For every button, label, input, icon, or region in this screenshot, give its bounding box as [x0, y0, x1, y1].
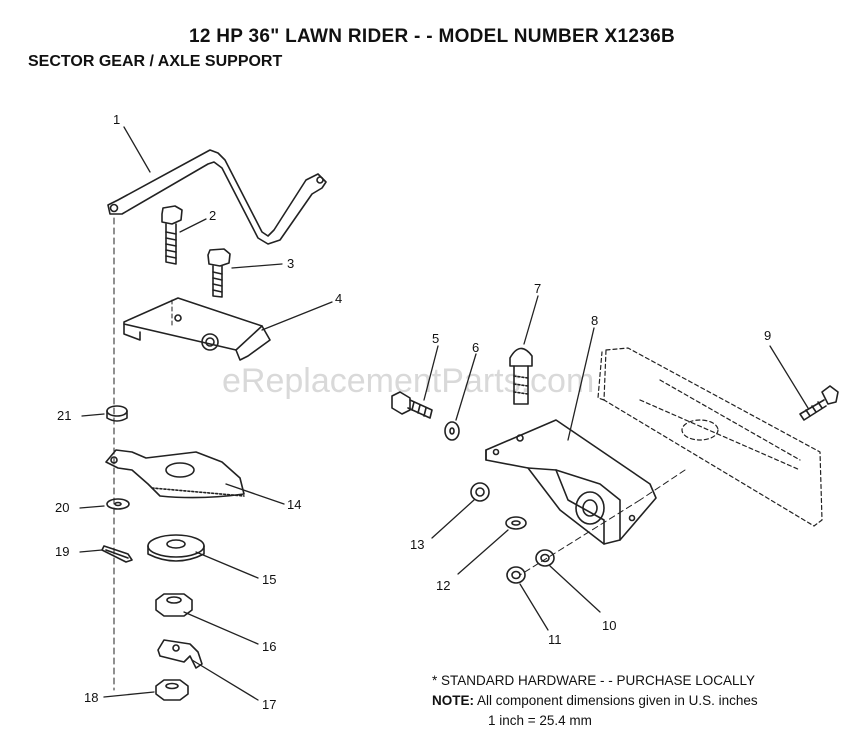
part-15-pinion-gear — [147, 534, 205, 562]
part-18-nut — [155, 679, 189, 701]
part-13-nut — [470, 482, 490, 502]
callout-21: 21 — [57, 408, 71, 423]
page-title: 12 HP 36" LAWN RIDER - - MODEL NUMBER X1… — [188, 26, 676, 47]
callout-13: 13 — [410, 537, 424, 552]
callout-11: 11 — [548, 632, 562, 647]
callout-18: 18 — [84, 690, 98, 705]
callout-20: 20 — [55, 500, 69, 515]
part-5-bolt — [391, 391, 433, 419]
part-4-bracket-plate — [123, 297, 271, 361]
conversion-note: 1 inch = 25.4 mm — [488, 713, 592, 728]
callout-4: 4 — [335, 291, 342, 306]
dimension-note: NOTE: All component dimensions given in … — [432, 691, 758, 711]
callout-9: 9 — [764, 328, 771, 343]
callout-19: 19 — [55, 544, 69, 559]
callout-14: 14 — [287, 497, 301, 512]
watermark: eReplacementParts.com — [222, 362, 594, 400]
part-20-washer — [106, 498, 130, 510]
note-label: NOTE: — [432, 693, 474, 708]
part-16-hex-nut — [155, 593, 193, 617]
section-subtitle: SECTOR GEAR / AXLE SUPPORT — [28, 53, 283, 70]
callout-labels: 1 2 3 4 5 6 7 8 9 10 11 12 13 14 15 16 1… — [55, 112, 771, 712]
part-12-washer — [505, 516, 527, 530]
part-6-washer — [444, 421, 460, 441]
callout-6: 6 — [472, 340, 479, 355]
part-2-bolt — [161, 205, 183, 265]
leader-lines — [79, 126, 809, 701]
callout-5: 5 — [432, 331, 439, 346]
part-10-nut — [535, 549, 555, 567]
part-1-steering-rod — [107, 149, 327, 245]
front-axle — [597, 347, 823, 527]
part-14-sector-gear — [105, 449, 245, 499]
callout-12: 12 — [436, 578, 450, 593]
callout-17: 17 — [262, 697, 276, 712]
callout-3: 3 — [287, 256, 294, 271]
part-3-bolt — [207, 248, 231, 298]
standard-hardware-note: * STANDARD HARDWARE - - PURCHASE LOCALLY — [432, 673, 756, 688]
notes-block: * STANDARD HARDWARE - - PURCHASE LOCALLY… — [432, 671, 758, 731]
part-17-clamp — [157, 639, 203, 669]
callout-16: 16 — [262, 639, 276, 654]
part-8-axle-support — [485, 419, 657, 545]
callout-15: 15 — [262, 572, 276, 587]
part-9-bolt — [799, 385, 839, 421]
part-7-carriage-bolt — [509, 347, 533, 405]
note-text: All component dimensions given in U.S. i… — [477, 693, 758, 708]
part-21-nut — [106, 405, 128, 422]
callout-1: 1 — [113, 112, 120, 127]
callout-7: 7 — [534, 281, 541, 296]
callout-8: 8 — [591, 313, 598, 328]
callout-10: 10 — [602, 618, 616, 633]
part-19-cotter-pin — [101, 545, 133, 563]
callout-2: 2 — [209, 208, 216, 223]
part-11-nut — [506, 566, 526, 584]
